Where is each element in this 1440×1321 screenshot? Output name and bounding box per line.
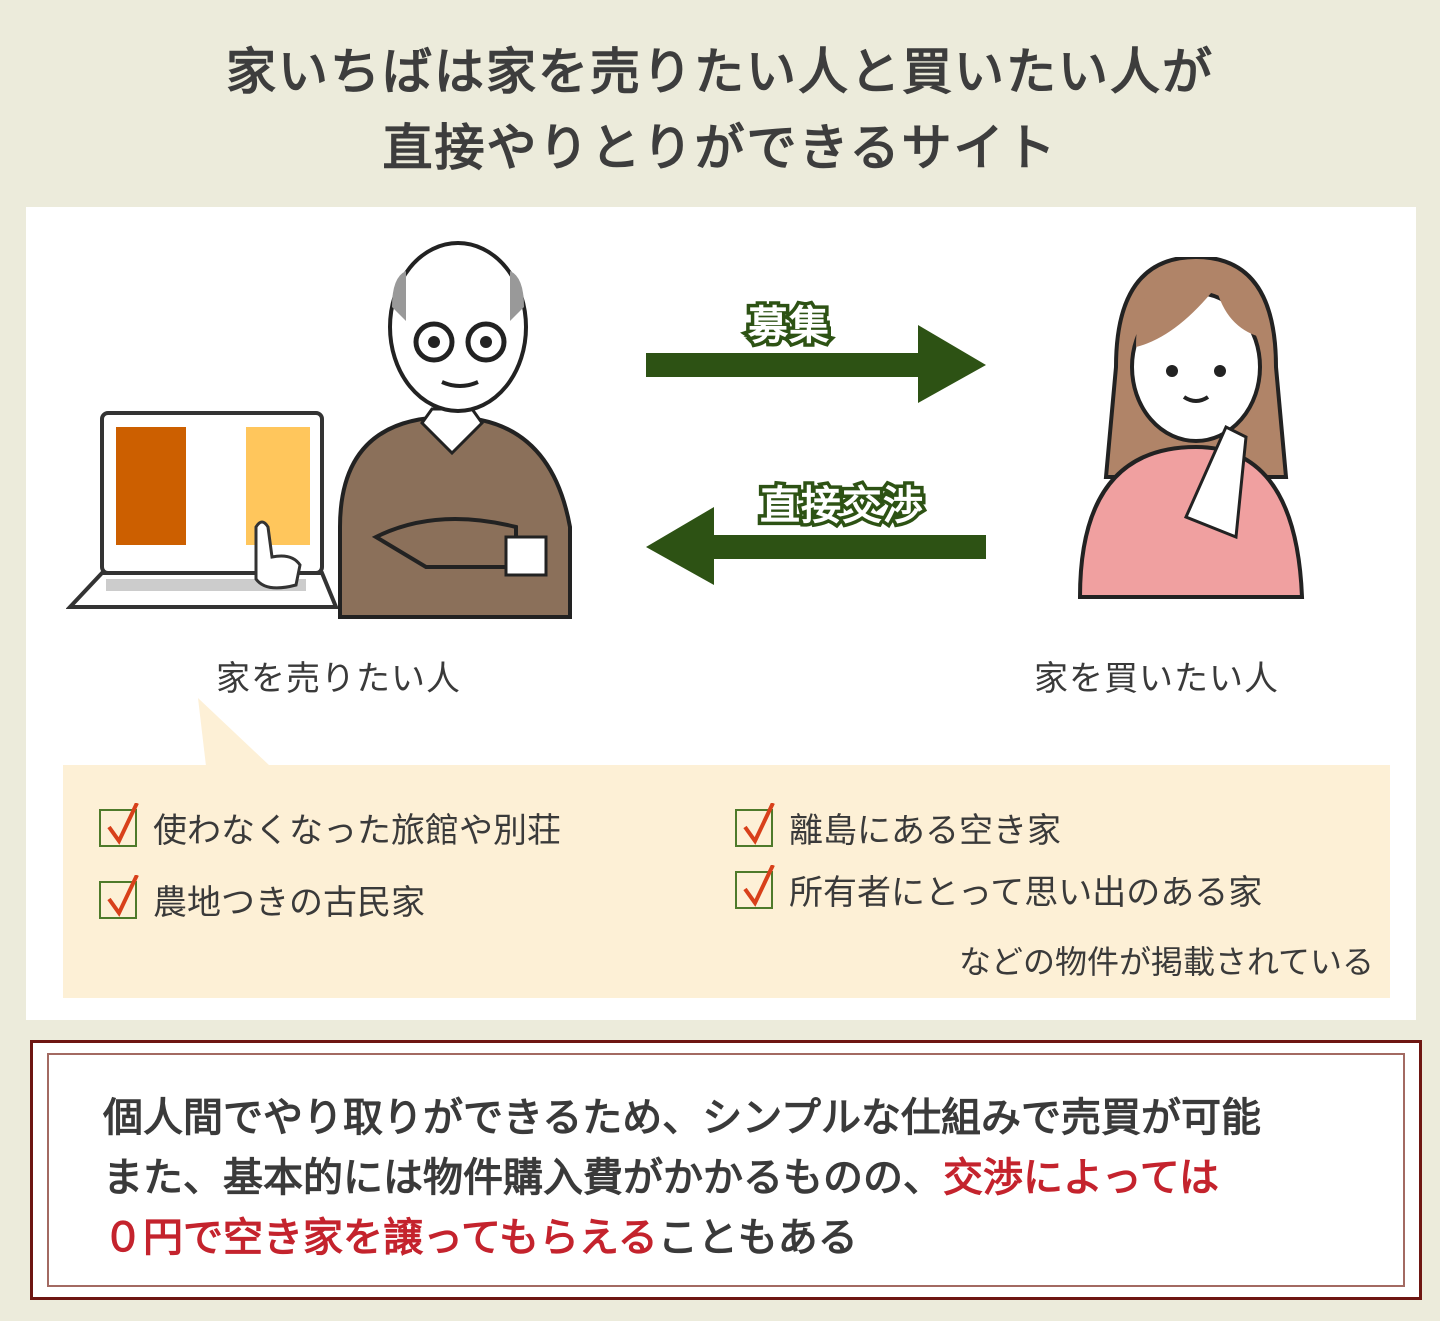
checklist-footnote: などの物件が掲載されている xyxy=(958,943,1374,981)
summary-line-1: 個人間でやり取りができるため、シンプルな仕組みで売買が可能 xyxy=(103,1095,1261,1141)
page-title-line2: 直接やりとりができるサイト xyxy=(382,119,1058,177)
highlight-text: ０円で空き家を譲ってもらえる xyxy=(103,1215,658,1261)
buyer-illustration xyxy=(1077,257,1305,599)
page-title-line1: 家いちばは家を売りたい人と買いたい人が xyxy=(226,43,1214,101)
property-examples-bubble: 使わなくなった旅館や別荘 農地つきの古民家 離島にある空き家 所有者にとって思い… xyxy=(63,765,1390,998)
seller-label: 家を売りたい人 xyxy=(216,659,461,699)
buyer-label: 家を買いたい人 xyxy=(1034,659,1279,699)
highlight-text: 交渉によっては xyxy=(943,1155,1219,1201)
checkbox-checked-icon xyxy=(735,864,775,909)
checklist-item: 所有者にとって思い出のある家 xyxy=(735,864,1262,914)
arrow-right-icon xyxy=(646,325,986,403)
checklist-item: 使わなくなった旅館や別荘 xyxy=(99,802,561,852)
summary-line-2: また、基本的には物件購入費がかかるものの、交渉によっては xyxy=(103,1155,1219,1201)
checkbox-checked-icon xyxy=(99,874,139,919)
arrow-left-icon xyxy=(646,507,986,585)
checklist-item: 農地つきの古民家 xyxy=(99,874,425,924)
arrow-left-label: 直接交渉 xyxy=(757,480,927,533)
summary-box: 個人間でやり取りができるため、シンプルな仕組みで売買が可能 また、基本的には物件… xyxy=(30,1040,1422,1300)
summary-line-3: ０円で空き家を譲ってもらえることもある xyxy=(103,1215,858,1261)
laptop-illustration xyxy=(66,411,339,609)
checkbox-checked-icon xyxy=(735,802,775,847)
arrow-right-label: 募集 xyxy=(745,300,833,353)
checkbox-checked-icon xyxy=(99,802,139,847)
checklist-item: 離島にある空き家 xyxy=(735,802,1061,852)
speech-bubble-tail xyxy=(198,698,270,766)
seller-illustration xyxy=(338,241,572,619)
